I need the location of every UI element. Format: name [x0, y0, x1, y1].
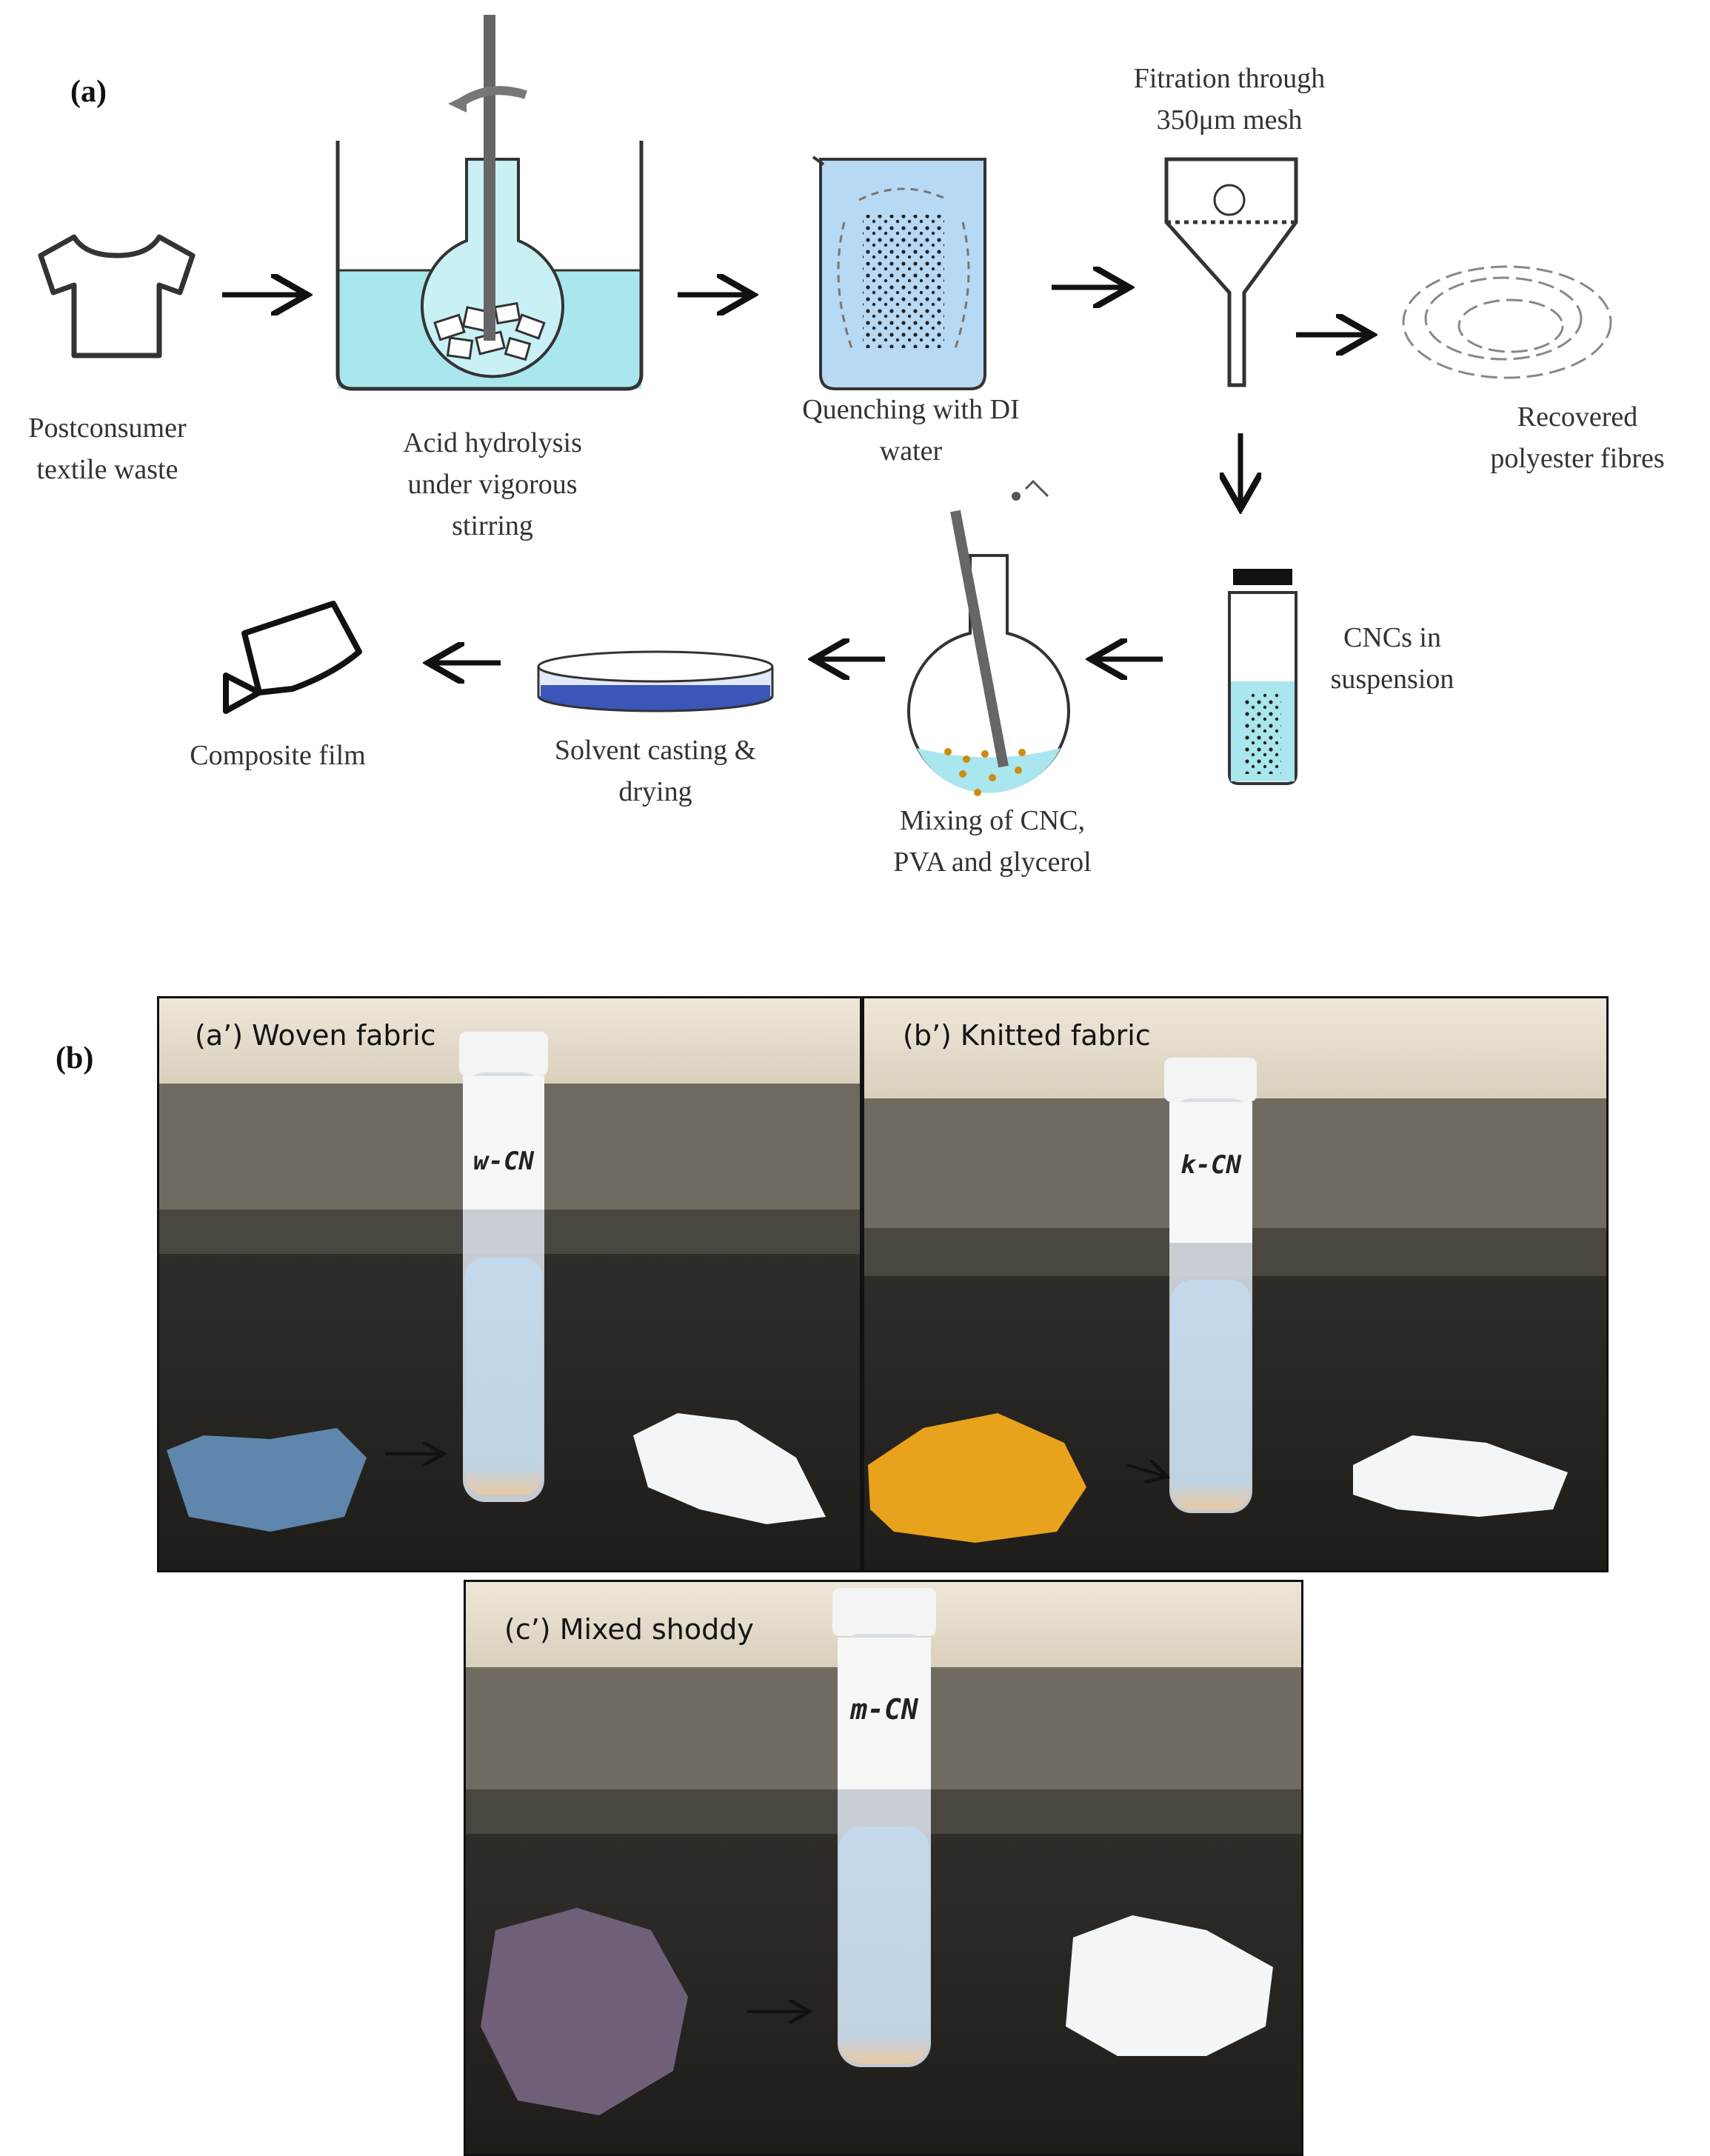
fabric-mixed	[481, 1908, 688, 2115]
filter-funnel-icon	[1164, 157, 1298, 387]
label-film: Composite film	[190, 740, 366, 771]
photo-woven-tag: (a’) Woven fabric	[195, 1019, 436, 1052]
photo-woven: (a’) Woven fabric w-CN	[157, 996, 862, 1572]
composite-film-icon	[223, 601, 362, 714]
cnc-vial-icon	[1228, 569, 1297, 785]
tshirt-icon	[38, 234, 196, 358]
fabric-woven	[167, 1428, 367, 1532]
label-casting: Solvent casting &drying	[554, 735, 757, 807]
photo-mixed: (c’) Mixed shoddy m-CN	[464, 1580, 1303, 2156]
mixing-flask-icon	[907, 479, 1070, 796]
hydrolysis-beaker-icon	[335, 15, 644, 391]
vial-woven-label: w-CN	[473, 1147, 534, 1176]
vial-knitted-label: k-CN	[1180, 1150, 1241, 1180]
panel-a-tag: (a)	[70, 75, 107, 109]
quench-beaker-icon	[812, 156, 986, 390]
label-mixing: Mixing of CNC,PVA and glycerol	[893, 805, 1092, 878]
fabric-knitted	[868, 1413, 1086, 1543]
photo-knitted-tag: (b’) Knitted fabric	[903, 1019, 1151, 1052]
photo-knitted: (b’) Knitted fabric k-CN	[862, 996, 1609, 1572]
panel-b-tag: (b)	[56, 1041, 94, 1075]
process-diagram	[38, 15, 1612, 796]
photo-mixed-tag: (c’) Mixed shoddy	[504, 1613, 754, 1646]
petri-dish-icon	[537, 650, 774, 712]
vial-mixed-label: m-CN	[850, 1693, 918, 1726]
recovered-fibres-icon	[1402, 265, 1612, 379]
